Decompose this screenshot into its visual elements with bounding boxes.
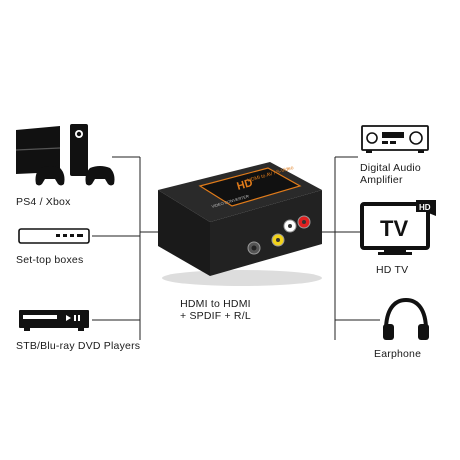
converter-logo-text: HD — [236, 177, 255, 193]
tv-icon: TV HD — [360, 200, 436, 255]
converter-label-line1: HDMI to HDMI — [180, 298, 251, 310]
amplifier-label-line1: Digital Audio — [360, 162, 421, 174]
set-top-box-icon — [18, 228, 90, 244]
consoles-label: PS4 / Xbox — [14, 196, 73, 208]
game-consoles-icon — [15, 124, 115, 186]
dvd-player-icon — [19, 310, 89, 331]
amplifier-label: Digital Audio Amplifier — [358, 162, 423, 186]
settop-label: Set-top boxes — [14, 254, 86, 266]
converter-label-line2: + SPDIF + R/L — [180, 310, 251, 322]
tv-icon-text: TV — [380, 216, 408, 241]
headphones-icon — [383, 297, 429, 340]
audio-amplifier-icon — [361, 125, 429, 153]
dvd-label: STB/Blu-ray DVD Players — [14, 340, 143, 352]
earphone-label: Earphone — [372, 348, 424, 360]
converter-label: HDMI to HDMI + SPDIF + R/L — [178, 298, 253, 322]
amplifier-label-line2: Amplifier — [360, 174, 403, 186]
hdmi-converter-icon: HD HDMI to AV / S-Video VIDEO CONVERTER — [158, 162, 322, 286]
tv-label: HD TV — [374, 264, 411, 276]
hd-badge-text: HD — [419, 203, 431, 212]
